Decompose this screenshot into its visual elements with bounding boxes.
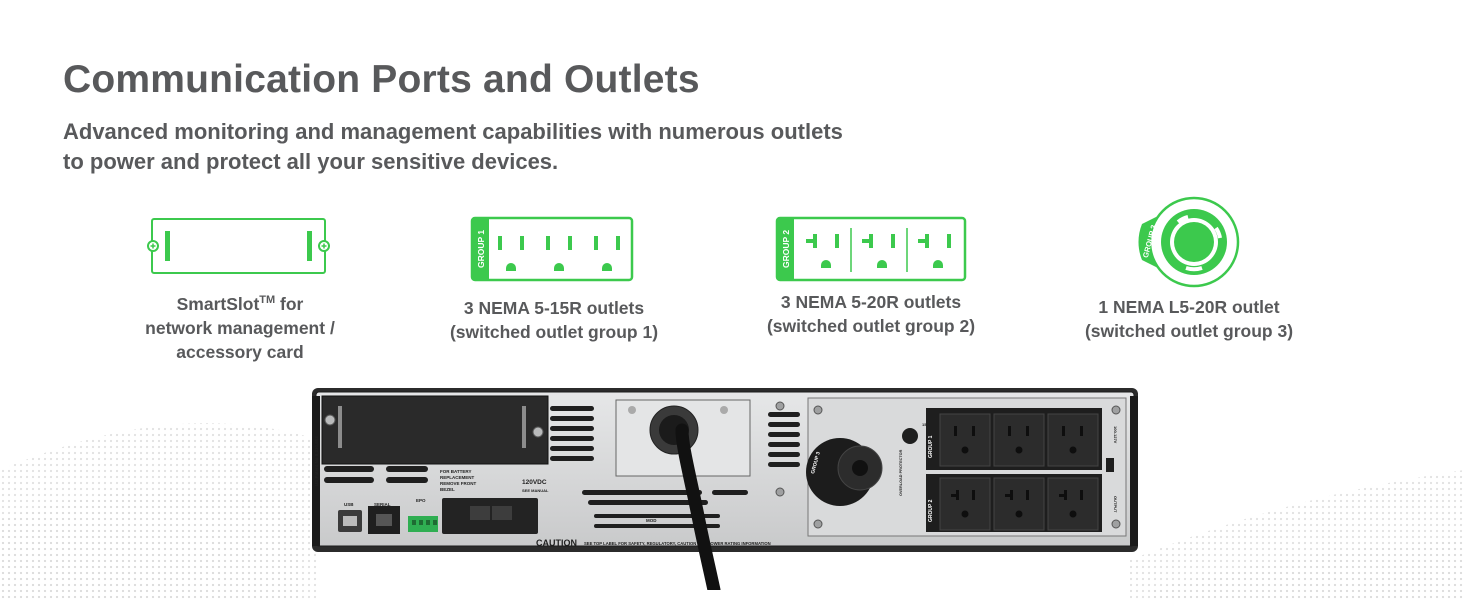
smartslot-name: SmartSlot — [176, 293, 260, 314]
outlet-5-20r-2[interactable] — [993, 477, 1045, 531]
group-1-panel-label: GROUP 1 — [928, 435, 934, 458]
smartslot-cover — [321, 395, 549, 465]
smartslot-card-icon — [147, 218, 330, 274]
nema-5-20r-caption-line-1: 3 NEMA 5-20R outlets — [780, 292, 962, 312]
outlet-5-15r-2[interactable] — [993, 413, 1045, 467]
trademark-mark: TM — [259, 294, 276, 306]
nema-5-15r-caption-line-1: 3 NEMA 5-15R outlets — [463, 298, 645, 318]
nema-5-15r-outlets-icon: GROUP 1 — [470, 216, 634, 282]
see-manual: SEE MANUAL — [522, 488, 549, 493]
circuit-breaker[interactable] — [902, 428, 918, 444]
nema-l5-20r-caption-line-1: 1 NEMA L5-20R outlet — [1098, 297, 1280, 317]
group-2-panel-label: GROUP 2 — [928, 499, 934, 522]
amp-rating: 15A — [922, 422, 929, 427]
voltage-range: 100-127V — [1113, 426, 1118, 444]
page-title: Communication Ports and Outlets — [63, 58, 700, 101]
nema-5-15r-caption: 3 NEMA 5-15R outlets (switched outlet gr… — [424, 296, 684, 344]
battery-note-1: FOR BATTERY — [440, 469, 472, 474]
smartslot-caption-line-3: accessory card — [176, 341, 304, 362]
nema-5-20r-outlets-icon: GROUP 2 — [775, 216, 967, 282]
smartslot-for: for — [275, 293, 304, 314]
mod-label: MOD — [646, 518, 657, 523]
battery-note-4: BEZEL — [440, 487, 455, 492]
page-subtitle: Advanced monitoring and management capab… — [63, 117, 1023, 177]
caution-label: CAUTION — [536, 538, 577, 548]
group-2-label: GROUP 2 — [781, 230, 791, 268]
power-cord — [675, 423, 721, 590]
outlet-5-20r-1[interactable] — [939, 477, 991, 531]
nema-5-15r-caption-line-2: (switched outlet group 1) — [449, 322, 659, 342]
usb-label: USB — [344, 502, 354, 507]
group-3-panel-label: GROUP 3 — [810, 451, 822, 474]
patent-text: US Patent No 8,330,803 — [314, 436, 319, 486]
epo-label: EPO — [416, 498, 426, 503]
smartslot-caption-line-2: network management / — [145, 317, 335, 338]
nema-5-20r-caption: 3 NEMA 5-20R outlets (switched outlet gr… — [740, 290, 1002, 338]
subtitle-line-2: to power and protect all your sensitive … — [63, 149, 559, 174]
nema-l5-20r-outlet-icon: GROUP 3 — [1138, 196, 1240, 288]
smartslot-caption-line-1: SmartSlotTM for — [110, 288, 370, 316]
caution-text: SEE TOP LABEL FOR SAFETY, REGULATORY, CA… — [584, 541, 771, 546]
output-label: OUTPUT — [1113, 496, 1118, 513]
subtitle-line-1: Advanced monitoring and management capab… — [63, 119, 843, 144]
serial-label: SERIAL — [374, 502, 391, 507]
ups-rear-panel: US Patent No 8,330,803 USB SERIAL EPO FO… — [312, 388, 1138, 590]
battery-note-3: REMOVE FRONT — [440, 481, 477, 486]
group-1-label: GROUP 1 — [476, 230, 486, 268]
sn-label: S/N — [648, 524, 656, 529]
overload-protector: OVERLOAD PROTECTOR — [899, 449, 903, 496]
nema-l5-20r-caption-line-2: (switched outlet group 3) — [1084, 321, 1294, 341]
outlet-5-15r-3[interactable] — [1047, 413, 1099, 467]
nema-5-20r-caption-line-2: (switched outlet group 2) — [766, 316, 976, 336]
vent-slots — [324, 406, 800, 528]
outlet-5-20r-3[interactable] — [1047, 477, 1099, 531]
smartslot-caption: SmartSlotTM for network management / acc… — [110, 288, 370, 364]
nema-l5-20r-caption: 1 NEMA L5-20R outlet (switched outlet gr… — [1058, 295, 1320, 343]
outlet-5-15r-1[interactable] — [939, 413, 991, 467]
dc-voltage: 120VDC — [522, 479, 547, 486]
battery-note-2: REPLACEMENT — [440, 475, 475, 480]
